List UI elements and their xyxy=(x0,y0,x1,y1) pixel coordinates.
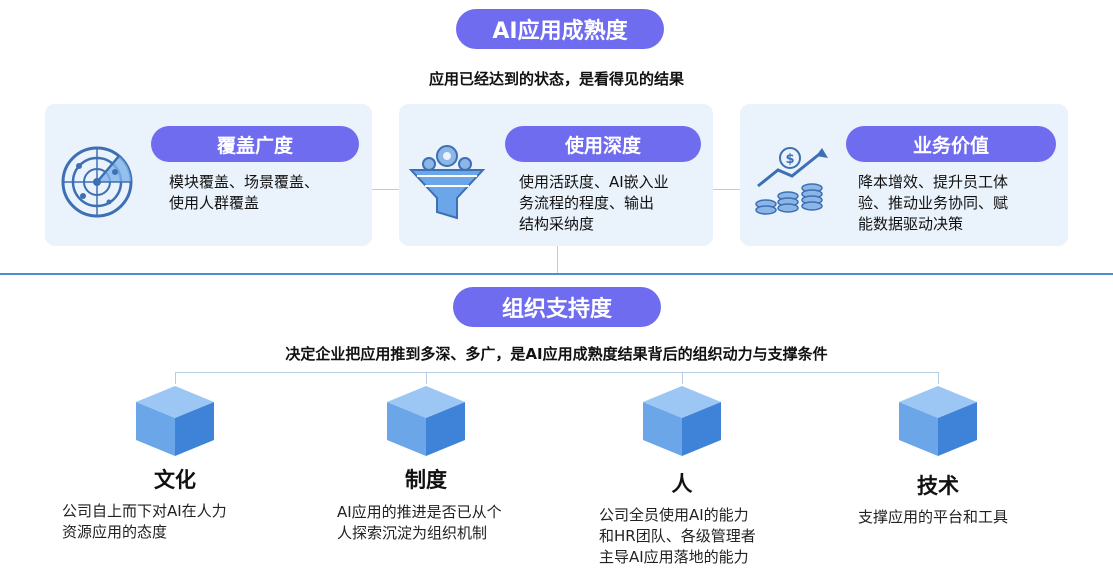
pillar-name-tech: 技术 xyxy=(917,474,959,498)
card-title: 覆盖广度 xyxy=(151,126,359,162)
maturity-title: AI应用成熟度 xyxy=(456,9,664,49)
card-desc: 模块覆盖、场景覆盖、 使用人群覆盖 xyxy=(169,173,320,212)
section-divider xyxy=(0,273,1113,275)
card-desc: 降本增效、提升员工体 验、推动业务协同、赋 能数据驱动决策 xyxy=(858,173,1009,233)
svg-text:$: $ xyxy=(785,152,794,167)
tech-cube-icon xyxy=(899,386,977,456)
card-title: 使用深度 xyxy=(505,126,701,162)
people-cube-icon xyxy=(643,386,721,456)
card-desc: 使用活跃度、AI嵌入业 务流程的程度、输出 结构采纳度 xyxy=(519,173,669,233)
funnel-gears-icon xyxy=(407,142,487,224)
pillar-desc-system: AI应用的推进是否已从个 人探索沉淀为组织机制 xyxy=(337,503,502,542)
pillar-connector xyxy=(426,372,427,384)
org-support-subtitle: 决定企业把应用推到多深、多广，是AI应用成熟度结果背后的组织动力与支撑条件 xyxy=(285,345,828,363)
pillar-name-system: 制度 xyxy=(405,468,447,492)
org-support-title: 组织支持度 xyxy=(453,287,661,327)
card-connector-right xyxy=(713,189,740,190)
pillar-connector xyxy=(938,372,939,384)
maturity-subtitle: 应用已经达到的状态，是看得见的结果 xyxy=(428,70,684,88)
pillar-connector xyxy=(682,372,683,384)
card-depth: 使用深度 使用活跃度、AI嵌入业 务流程的程度、输出 结构采纳度 xyxy=(399,104,713,246)
pillar-name-people: 人 xyxy=(671,472,693,496)
card-connector-down xyxy=(557,246,558,274)
pillar-connector xyxy=(175,372,176,384)
culture-cube-icon xyxy=(136,386,214,456)
radar-icon xyxy=(57,142,137,222)
card-title: 业务价值 xyxy=(846,126,1056,162)
dollar-growth-icon: $ xyxy=(752,144,832,224)
pillar-desc-people: 公司全员使用AI的能力 和HR团队、各级管理者 主导AI应用落地的能力 xyxy=(599,506,756,566)
pillar-desc-tech: 支撑应用的平台和工具 xyxy=(858,508,1009,526)
pillar-desc-culture: 公司自上而下对AI在人力 资源应用的态度 xyxy=(62,502,227,541)
card-value: $ 业务价值 降本增效、提升员工体 验、推动业务协同、赋 能数据驱动决策 xyxy=(740,104,1068,246)
pillar-name-culture: 文化 xyxy=(154,468,196,492)
system-cube-icon xyxy=(387,386,465,456)
pillar-connector xyxy=(175,372,939,373)
card-coverage: 覆盖广度 模块覆盖、场景覆盖、 使用人群覆盖 xyxy=(45,104,372,246)
card-connector-left xyxy=(372,189,399,190)
